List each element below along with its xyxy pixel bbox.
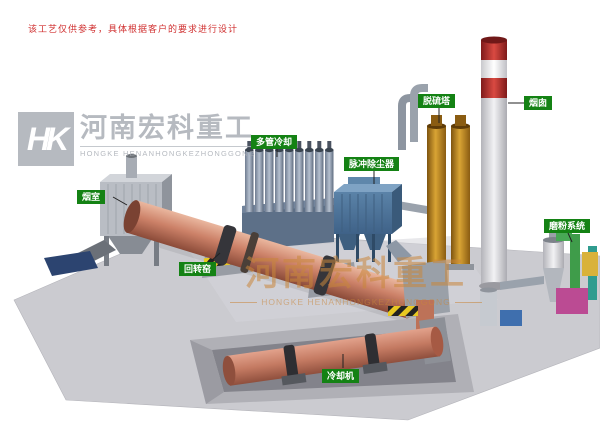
watermark-rule-right	[454, 301, 482, 303]
label-smoke-chamber: 烟室	[77, 190, 106, 204]
label-chimney: 烟囱	[524, 96, 553, 110]
label-desulfurization-tower: 脱硫塔	[418, 94, 456, 108]
cooling-machine	[222, 317, 451, 386]
hk-logo: HK	[18, 112, 74, 166]
reference-note: 该工艺仅供参考，具体根据客户的要求进行设计	[28, 24, 239, 34]
label-pulse-dust-collector: 脉冲除尘器	[344, 157, 400, 171]
leader-lines	[112, 102, 573, 368]
left-watermark-company-en: HONGKE HENANHONGKEZHONGGONG	[80, 145, 256, 158]
label-rotary-kiln: 回转窑	[179, 262, 217, 276]
label-cooling-machine: 冷却机	[322, 369, 360, 383]
desulfurization-towers	[398, 84, 474, 270]
watermark-rule-left	[230, 301, 258, 303]
center-watermark-company-cn: 河南宏科重工	[245, 255, 467, 293]
multi-tube-cooler	[242, 141, 334, 250]
center-watermark: 河南宏科重工 HONGKE HENANHONGKEZHONGGONG	[230, 246, 482, 307]
left-watermark-company-cn: 河南宏科重工	[80, 113, 254, 143]
chimney	[479, 36, 509, 290]
grinding-system	[480, 226, 598, 326]
pulse-dust-collector	[334, 177, 402, 262]
label-multi-tube-cooler: 多管冷却	[251, 135, 298, 149]
hk-logo-text: HK	[26, 120, 69, 157]
left-watermark: HK 河南宏科重工 HONGKE HENANHONGKEZHONGGONG	[18, 112, 256, 166]
label-grinding-system: 磨粉系统	[544, 219, 591, 233]
center-watermark-company-en: HONGKE HENANHONGKEZHONGGONG	[261, 297, 451, 307]
